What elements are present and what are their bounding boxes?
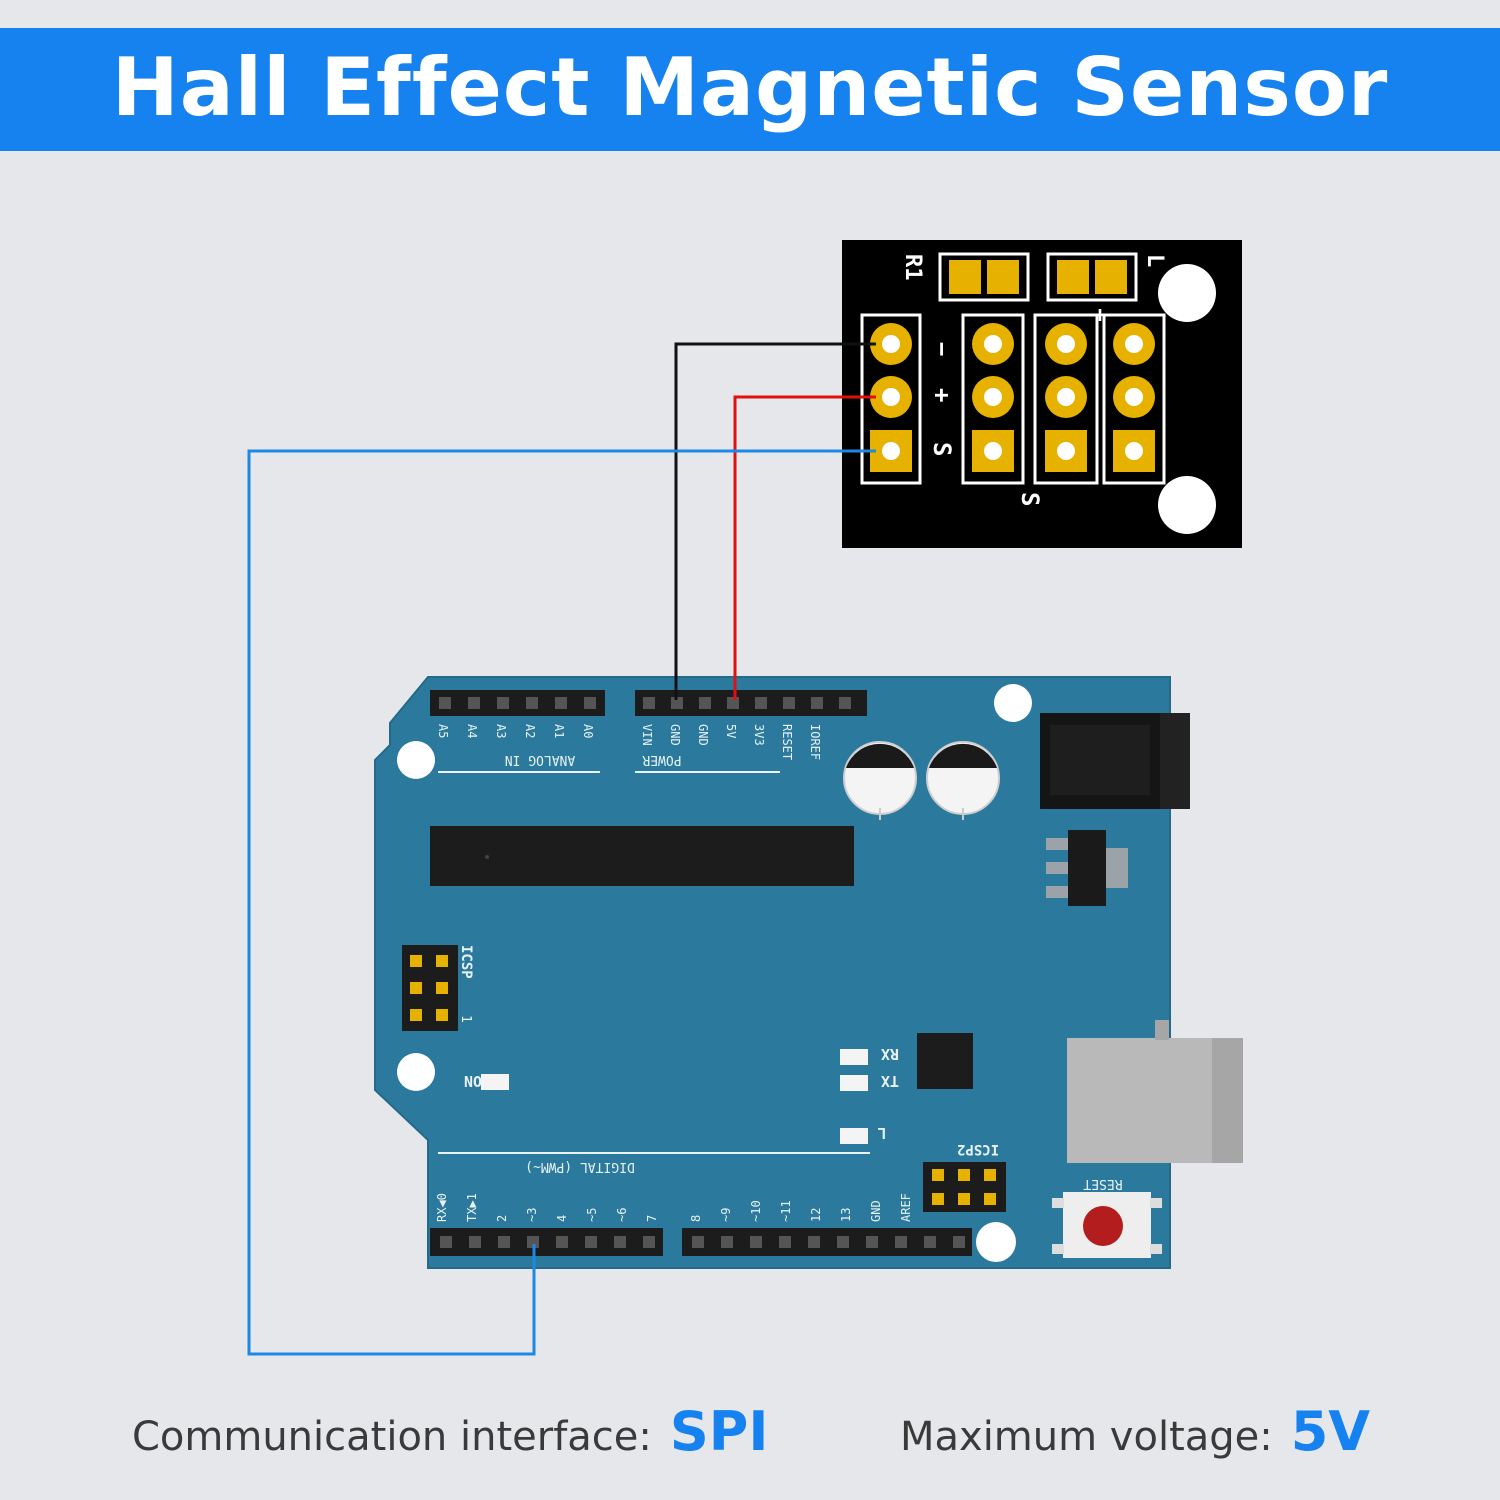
on-led (481, 1074, 509, 1090)
digital-label: DIGITAL (PWM~) (525, 1159, 635, 1174)
power-header (635, 690, 867, 716)
icsp-header (402, 945, 458, 1031)
ground-wire (674, 342, 876, 700)
rx-led (840, 1049, 868, 1065)
rx-led-label: RX (881, 1045, 899, 1063)
sensor-mounting-hole (1158, 264, 1216, 322)
usb-interface-chip (917, 1033, 973, 1089)
arduino-pcb (374, 676, 1171, 1269)
microcontroller-chip (430, 826, 854, 886)
pin-label-d2: 2 (495, 1215, 509, 1222)
mounting-hole (397, 741, 435, 779)
plus-top-label: + (1093, 303, 1106, 328)
s-bottom-label: S (1016, 492, 1044, 506)
pin-label-a2: A2 (523, 724, 537, 738)
pin-label-d12: 12 (809, 1208, 823, 1222)
voltage-label: Maximum voltage: (900, 1414, 1273, 1460)
pin-label-d3: ~3 (525, 1208, 539, 1222)
icsp-label: ICSP (458, 945, 474, 979)
pin-label-gnd-1: GND (668, 724, 682, 746)
pin-label-vin: VIN (640, 724, 654, 746)
pin-label-5v: 5V (724, 724, 738, 738)
pin-label-gnd-2: GND (696, 724, 710, 746)
resistor-r1 (938, 252, 1030, 302)
led-l (1046, 252, 1138, 302)
voltage-value: 5V (1290, 1400, 1371, 1463)
pin-plus-label: + (928, 388, 956, 402)
l-led (840, 1128, 868, 1144)
pin-s-label: S (928, 442, 956, 456)
l-label: L (1142, 254, 1167, 267)
sensor-element-pads (961, 313, 1166, 485)
pin-label-a0: A0 (581, 724, 595, 738)
pin-label-d11: ~11 (779, 1200, 793, 1222)
reset-label: RESET (1083, 1176, 1122, 1191)
analog-pin-labels: A5 A4 A3 A2 A1 A0 (436, 724, 595, 738)
icsp2-label: ICSP2 (957, 1141, 999, 1157)
digital-header-high (682, 1228, 972, 1256)
digital-header-low (430, 1228, 663, 1256)
capacitor (843, 741, 917, 820)
capacitor (926, 741, 1000, 820)
power-label: POWER (642, 752, 681, 767)
chip-dot (485, 855, 489, 859)
arduino-board: A5 A4 A3 A2 A1 A0 ANALOG IN VIN GND GND … (374, 676, 1243, 1269)
pin-label-a3: A3 (494, 724, 508, 738)
pin-minus-label: − (928, 342, 956, 356)
voltage-spec: Maximum voltage: 5V (900, 1400, 1370, 1480)
interface-label: Communication interface: (132, 1414, 652, 1460)
tx-led-label: TX (881, 1072, 899, 1090)
mounting-hole (976, 1222, 1016, 1262)
pin-label-3v3: 3V3 (752, 724, 766, 746)
interface-spec: Communication interface: SPI (132, 1400, 768, 1480)
pin-label-ioref: IOREF (808, 724, 822, 760)
pin-label-a5: A5 (436, 724, 450, 738)
page-title: Hall Effect Magnetic Sensor (111, 41, 1389, 134)
sensor-header-main (860, 313, 922, 485)
pin-label-d4: 4 (555, 1215, 569, 1222)
dc-power-jack (1040, 713, 1190, 809)
r1-label: R1 (900, 254, 925, 281)
pin-label-d9: ~9 (719, 1208, 733, 1222)
pin-label-a4: A4 (465, 724, 479, 738)
reset-button (1052, 1192, 1162, 1258)
voltage-regulator (1046, 830, 1128, 906)
digital-pin-labels-high: 8 ~9 ~10 ~11 12 13 GND AREF (689, 1193, 913, 1222)
icsp2-header (923, 1162, 1006, 1212)
interface-value: SPI (669, 1400, 769, 1463)
pin-label-d6: ~6 (615, 1208, 629, 1222)
vcc-wire (733, 395, 876, 700)
pin-label-gnd-d: GND (869, 1200, 883, 1222)
hall-sensor-module: R1 L − + S (842, 240, 1242, 548)
pin-label-aref: AREF (899, 1193, 913, 1222)
pin-label-d7: 7 (645, 1215, 659, 1222)
on-led-label: ON (464, 1072, 482, 1090)
pin-label-d10: ~10 (749, 1200, 763, 1222)
icsp-pin1-label: 1 (458, 1015, 473, 1023)
sensor-mounting-hole (1158, 476, 1216, 534)
usb-b-connector (1067, 1020, 1243, 1163)
l-led-label: L (877, 1124, 886, 1142)
pin-label-d8: 8 (689, 1215, 703, 1222)
digital-pin-labels-low: RX◀0 TX▶1 2 ~3 4 ~5 ~6 7 (435, 1193, 659, 1222)
mounting-hole (994, 684, 1032, 722)
pin-label-a1: A1 (552, 724, 566, 738)
pin-label-d5: ~5 (585, 1208, 599, 1222)
pin-label-d1: TX▶1 (465, 1193, 479, 1222)
power-pin-labels: VIN GND GND 5V 3V3 RESET IOREF (640, 724, 822, 760)
analog-header (430, 690, 605, 716)
signal-wire (247, 449, 876, 1356)
pin-label-reset: RESET (780, 724, 794, 760)
title-banner: Hall Effect Magnetic Sensor (0, 28, 1500, 151)
analog-in-label: ANALOG IN (505, 752, 575, 767)
pin-label-d13: 13 (839, 1208, 853, 1222)
wires (247, 342, 876, 1356)
tx-led (840, 1075, 868, 1091)
pin-label-d0: RX◀0 (435, 1193, 449, 1222)
mounting-hole (397, 1053, 435, 1091)
